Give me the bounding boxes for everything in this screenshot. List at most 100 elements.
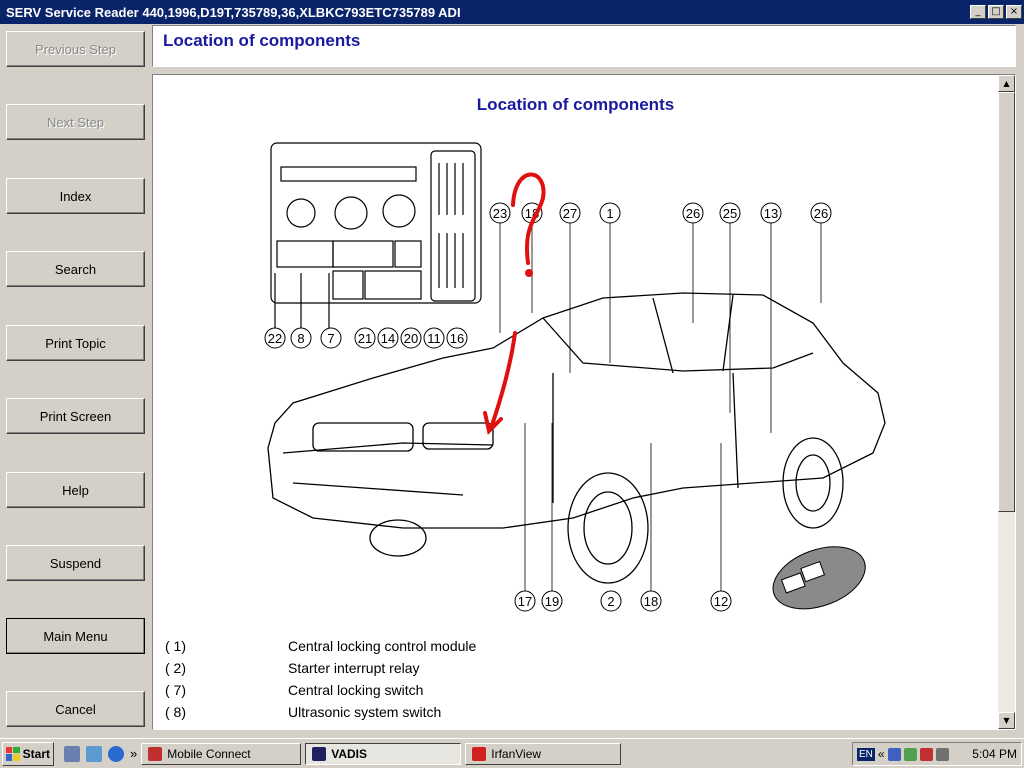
start-label: Start bbox=[22, 746, 50, 761]
network-icon[interactable] bbox=[887, 747, 901, 761]
irfanview-icon bbox=[472, 746, 487, 761]
clock[interactable]: 5:04 PM bbox=[972, 747, 1017, 761]
callout: 1 bbox=[599, 202, 621, 224]
close-button[interactable]: × bbox=[1006, 5, 1022, 19]
legend-text: Starter interrupt relay bbox=[288, 660, 420, 676]
callout-label: 25 bbox=[723, 206, 737, 221]
taskbar-item-irfanview[interactable]: IrfanView bbox=[465, 742, 622, 765]
callout-label: 8 bbox=[297, 331, 304, 346]
next-step-button[interactable]: Next Step bbox=[6, 104, 145, 140]
start-button[interactable]: Start bbox=[2, 741, 54, 766]
scrollbar-thumb[interactable] bbox=[998, 92, 1015, 512]
callout-label: 26 bbox=[686, 206, 700, 221]
legend-text: Central locking control module bbox=[288, 638, 477, 654]
search-button[interactable]: Search bbox=[6, 251, 145, 287]
help-button[interactable]: Help bbox=[6, 472, 145, 508]
legend-number: ( 1) bbox=[165, 638, 186, 654]
quick-launch-more-icon[interactable]: » bbox=[130, 746, 138, 761]
print-screen-button[interactable]: Print Screen bbox=[6, 398, 145, 434]
callout: 21 bbox=[354, 327, 376, 349]
vadis-icon bbox=[312, 746, 327, 761]
legend-text: Central locking switch bbox=[288, 682, 424, 698]
callout: 25 bbox=[719, 202, 741, 224]
scroll-down-icon[interactable]: ▼ bbox=[998, 712, 1015, 729]
legend-number: ( 2) bbox=[165, 660, 186, 676]
language-indicator[interactable]: EN bbox=[857, 747, 875, 761]
callout-label: 2 bbox=[607, 594, 614, 609]
sidebar: Previous Step Next Step Index Search Pri… bbox=[0, 24, 152, 736]
topic-header: Location of components bbox=[152, 25, 1016, 67]
callout: 14 bbox=[377, 327, 399, 349]
callout-label: 18 bbox=[644, 594, 658, 609]
security-icon[interactable] bbox=[903, 747, 917, 761]
vertical-scrollbar[interactable]: ▲ ▼ bbox=[998, 75, 1015, 729]
callout: 26 bbox=[682, 202, 704, 224]
callout: 19 bbox=[541, 590, 563, 612]
mobile-connect-icon bbox=[148, 746, 163, 761]
callout-label: 26 bbox=[814, 206, 828, 221]
component-legend: ( 1) Central locking control module ( 2)… bbox=[165, 635, 865, 723]
callout: 26 bbox=[810, 202, 832, 224]
tray-expand-icon[interactable]: « bbox=[877, 747, 885, 761]
document-page: Location of components bbox=[153, 75, 998, 729]
callout: 11 bbox=[423, 327, 445, 349]
callout-label: 21 bbox=[358, 331, 372, 346]
taskbar: Start » Mobile Connect VADIS IrfanView E… bbox=[0, 738, 1024, 768]
callout-label: 7 bbox=[327, 331, 334, 346]
remote-key bbox=[772, 546, 866, 610]
document-title: Location of components bbox=[476, 95, 675, 114]
red-annotation bbox=[483, 172, 546, 435]
callout: 23 bbox=[489, 202, 511, 224]
callout: 27 bbox=[559, 202, 581, 224]
main-menu-button[interactable]: Main Menu bbox=[6, 618, 145, 654]
legend-text: Ultrasonic system switch bbox=[288, 704, 442, 720]
task-label: Mobile Connect bbox=[167, 746, 251, 761]
windows-logo-icon bbox=[6, 746, 20, 761]
page-title: Location of components bbox=[163, 31, 361, 50]
minimize-button[interactable]: _ bbox=[970, 5, 986, 19]
callouts-top: 23 18 27 1 26 25 13 26 bbox=[489, 202, 832, 224]
callout-label: 17 bbox=[518, 594, 532, 609]
task-label: VADIS bbox=[331, 746, 368, 761]
dashboard-inset bbox=[270, 142, 482, 333]
callout-label: 16 bbox=[450, 331, 464, 346]
scroll-up-icon[interactable]: ▲ bbox=[998, 75, 1015, 92]
callout-label: 13 bbox=[764, 206, 778, 221]
taskbar-item-vadis[interactable]: VADIS bbox=[305, 742, 462, 765]
legend-item: ( 1) Central locking control module bbox=[165, 635, 865, 657]
internet-explorer-icon[interactable] bbox=[108, 745, 124, 762]
index-button[interactable]: Index bbox=[6, 178, 145, 214]
taskbar-item-mobile-connect[interactable]: Mobile Connect bbox=[141, 742, 302, 765]
callout-label: 1 bbox=[606, 206, 613, 221]
system-tray: EN « 5:04 PM bbox=[852, 742, 1022, 766]
suspend-button[interactable]: Suspend bbox=[6, 545, 145, 581]
callout-label: 20 bbox=[404, 331, 418, 346]
callout-label: 19 bbox=[545, 594, 559, 609]
callout: 20 bbox=[400, 327, 422, 349]
callout-label: 12 bbox=[714, 594, 728, 609]
maximize-button[interactable]: □ bbox=[988, 5, 1004, 19]
callout: 7 bbox=[320, 327, 342, 349]
show-desktop-icon[interactable] bbox=[64, 745, 80, 762]
volume-icon[interactable] bbox=[935, 747, 949, 761]
window-title: SERV Service Reader 440,1996,D19T,735789… bbox=[6, 4, 461, 20]
callout: 2 bbox=[600, 590, 622, 612]
component-location-diagram: 23 18 27 1 26 25 13 26 22 8 7 21 14 20 1… bbox=[264, 142, 886, 612]
callout-label: 22 bbox=[268, 331, 282, 346]
task-label: IrfanView bbox=[491, 746, 542, 761]
legend-item: ( 8) Ultrasonic system switch bbox=[165, 701, 865, 723]
callout: 22 bbox=[264, 327, 286, 349]
legend-number: ( 8) bbox=[165, 704, 186, 720]
legend-number: ( 7) bbox=[165, 682, 186, 698]
print-topic-button[interactable]: Print Topic bbox=[6, 325, 145, 361]
leader-lines bbox=[499, 223, 822, 591]
cancel-button[interactable]: Cancel bbox=[6, 691, 145, 727]
previous-step-button[interactable]: Previous Step bbox=[6, 31, 145, 67]
explorer-icon[interactable] bbox=[86, 745, 102, 762]
callouts-bottom: 17 19 2 18 12 bbox=[514, 590, 732, 612]
callout: 12 bbox=[710, 590, 732, 612]
shield-icon[interactable] bbox=[919, 747, 933, 761]
callout-label: 11 bbox=[427, 331, 441, 346]
callout: 17 bbox=[514, 590, 536, 612]
callout: 16 bbox=[446, 327, 468, 349]
